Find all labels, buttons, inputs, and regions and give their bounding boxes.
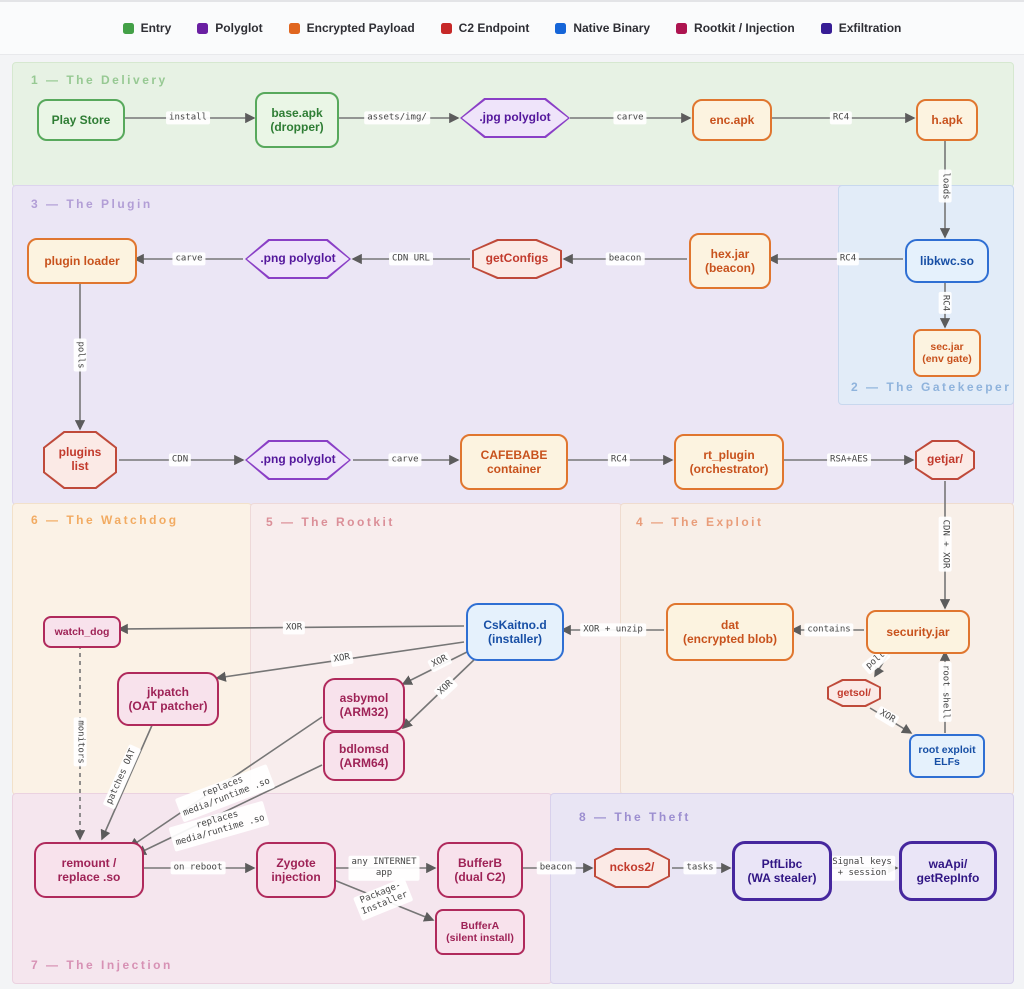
- payload-color-chip: [288, 22, 300, 34]
- malware-flow-diagram: 1 — The Delivery 3 — The Plugin 2 — The …: [12, 62, 1014, 984]
- c2-color-chip: [440, 22, 452, 34]
- node-getconfigs: getConfigs: [472, 239, 562, 279]
- node-security-jar: security.jar: [866, 610, 970, 654]
- node-base-apk: base.apk(dropper): [255, 92, 339, 148]
- node-waapi-getrepinfo: waApi/getRepInfo: [899, 841, 997, 901]
- section-injection-label: 7 — The Injection: [31, 958, 173, 972]
- node-watch-dog: watch_dog: [43, 616, 121, 648]
- legend-item-c2-endpoint: C2 Endpoint: [440, 21, 530, 35]
- entry-color-chip: [122, 22, 134, 34]
- legend-item-entry: Entry: [122, 21, 172, 35]
- section-gatekeeper-label: 2 — The Gatekeeper: [851, 380, 1012, 394]
- legend-label: Entry: [140, 21, 172, 35]
- edge-label-xor-unzip: XOR + unzip: [580, 623, 646, 637]
- section-rootkit-label: 5 — The Rootkit: [266, 515, 395, 529]
- node-getjar: getjar/: [915, 440, 975, 480]
- legend: Entry Polyglot Encrypted Payload C2 Endp…: [122, 21, 902, 35]
- edge-label-rsa-aes: RSA+AES: [827, 453, 871, 467]
- exfil-color-chip: [820, 22, 832, 34]
- legend-item-encrypted-payload: Encrypted Payload: [288, 21, 415, 35]
- edge-label-install: install: [166, 111, 210, 125]
- node-rt-plugin: rt_plugin(orchestrator): [674, 434, 784, 490]
- node-h-apk: h.apk: [916, 99, 978, 141]
- edge-label-rc4-hexjar: RC4: [836, 252, 860, 266]
- section-plugin-label: 3 — The Plugin: [31, 197, 153, 211]
- edge-label-xor-watchdog: XOR: [282, 621, 306, 635]
- edge-label-rc4: RC4: [829, 111, 853, 125]
- node-enc-apk: enc.apk: [692, 99, 772, 141]
- legend-bar: Entry Polyglot Encrypted Payload C2 Endp…: [0, 0, 1024, 55]
- edge-label-monitors: monitors: [73, 717, 87, 767]
- section-exploit-label: 4 — The Exploit: [636, 515, 764, 529]
- legend-label: Polyglot: [215, 21, 263, 35]
- node-remount-replace-so: remount /replace .so: [34, 842, 144, 898]
- edge-label-carve-loader: carve: [172, 252, 206, 266]
- edge-label-carve: carve: [613, 111, 647, 125]
- node-nckos2: nckos2/: [594, 848, 670, 888]
- legend-item-polyglot: Polyglot: [197, 21, 263, 35]
- legend-label: Exfiltration: [838, 21, 902, 35]
- edge-label-rc4-secjar: RC4: [938, 291, 952, 315]
- edge-label-polls: polls: [73, 338, 87, 372]
- node-bufferb-dual-c2: BufferB(dual C2): [437, 842, 523, 898]
- node-asbymol-arm32: asbymol(ARM32): [323, 678, 405, 732]
- section-watchdog-label: 6 — The Watchdog: [31, 513, 179, 527]
- legend-label: Encrypted Payload: [306, 21, 415, 35]
- node-cskaitno-installer: CsKaitno.d(installer): [466, 603, 564, 661]
- node-play-store: Play Store: [37, 99, 125, 141]
- legend-item-native-binary: Native Binary: [555, 21, 650, 35]
- edge-label-signal-keys: Signal keys + session: [829, 855, 895, 881]
- edge-label-loads: loads: [938, 169, 952, 203]
- section-theft-label: 8 — The Theft: [579, 810, 691, 824]
- edge-label-carve-cafebabe: carve: [388, 453, 422, 467]
- edge-label-beacon-nckos2: beacon: [536, 861, 576, 875]
- edge-label-rc4-rtplugin: RC4: [607, 453, 631, 467]
- edge-label-on-reboot: on reboot: [170, 861, 226, 875]
- node-buffera-silent-install: BufferA(silent install): [435, 909, 525, 955]
- legend-label: Rootkit / Injection: [694, 21, 795, 35]
- node-jpg-polyglot: .jpg polyglot: [460, 98, 570, 138]
- edge-label-assets-img: assets/img/: [364, 111, 430, 125]
- edge-label-tasks: tasks: [683, 861, 717, 875]
- node-bdlomsd-arm64: bdlomsd(ARM64): [323, 731, 405, 781]
- node-jkpatch: jkpatch(OAT patcher): [117, 672, 219, 726]
- edge-label-contains: contains: [804, 623, 854, 637]
- legend-item-rootkit-injection: Rootkit / Injection: [676, 21, 795, 35]
- edge-label-cdn-xor: CDN + XOR: [938, 516, 952, 572]
- node-hex-jar: hex.jar(beacon): [689, 233, 771, 289]
- node-plugin-loader: plugin loader: [27, 238, 137, 284]
- legend-label: Native Binary: [573, 21, 651, 35]
- node-getsol: getsol/: [827, 679, 881, 707]
- native-color-chip: [555, 22, 567, 34]
- node-ptflibc-wa-stealer: PtfLibc(WA stealer): [732, 841, 832, 901]
- edge-label-beacon: beacon: [605, 252, 645, 266]
- edge-label-cdn: CDN: [168, 453, 192, 467]
- edge-label-cdn-url: CDN URL: [389, 252, 433, 266]
- node-dat-blob: dat(encrypted blob): [666, 603, 794, 661]
- node-sec-jar: sec.jar(env gate): [913, 329, 981, 377]
- edge-patches-oat: [100, 722, 154, 841]
- legend-item-exfiltration: Exfiltration: [820, 21, 902, 35]
- node-libkwc-so: libkwc.so: [905, 239, 989, 283]
- edge-label-any-internet: any INTERNET app: [348, 855, 420, 881]
- rootkit-color-chip: [676, 22, 688, 34]
- polyglot-color-chip: [197, 22, 209, 34]
- edge-label-root-shell: root shell: [938, 661, 952, 723]
- section-delivery-label: 1 — The Delivery: [31, 73, 168, 87]
- node-png-polyglot-2: .png polyglot: [245, 440, 351, 480]
- node-png-polyglot-1: .png polyglot: [245, 239, 351, 279]
- legend-label: C2 Endpoint: [458, 21, 530, 35]
